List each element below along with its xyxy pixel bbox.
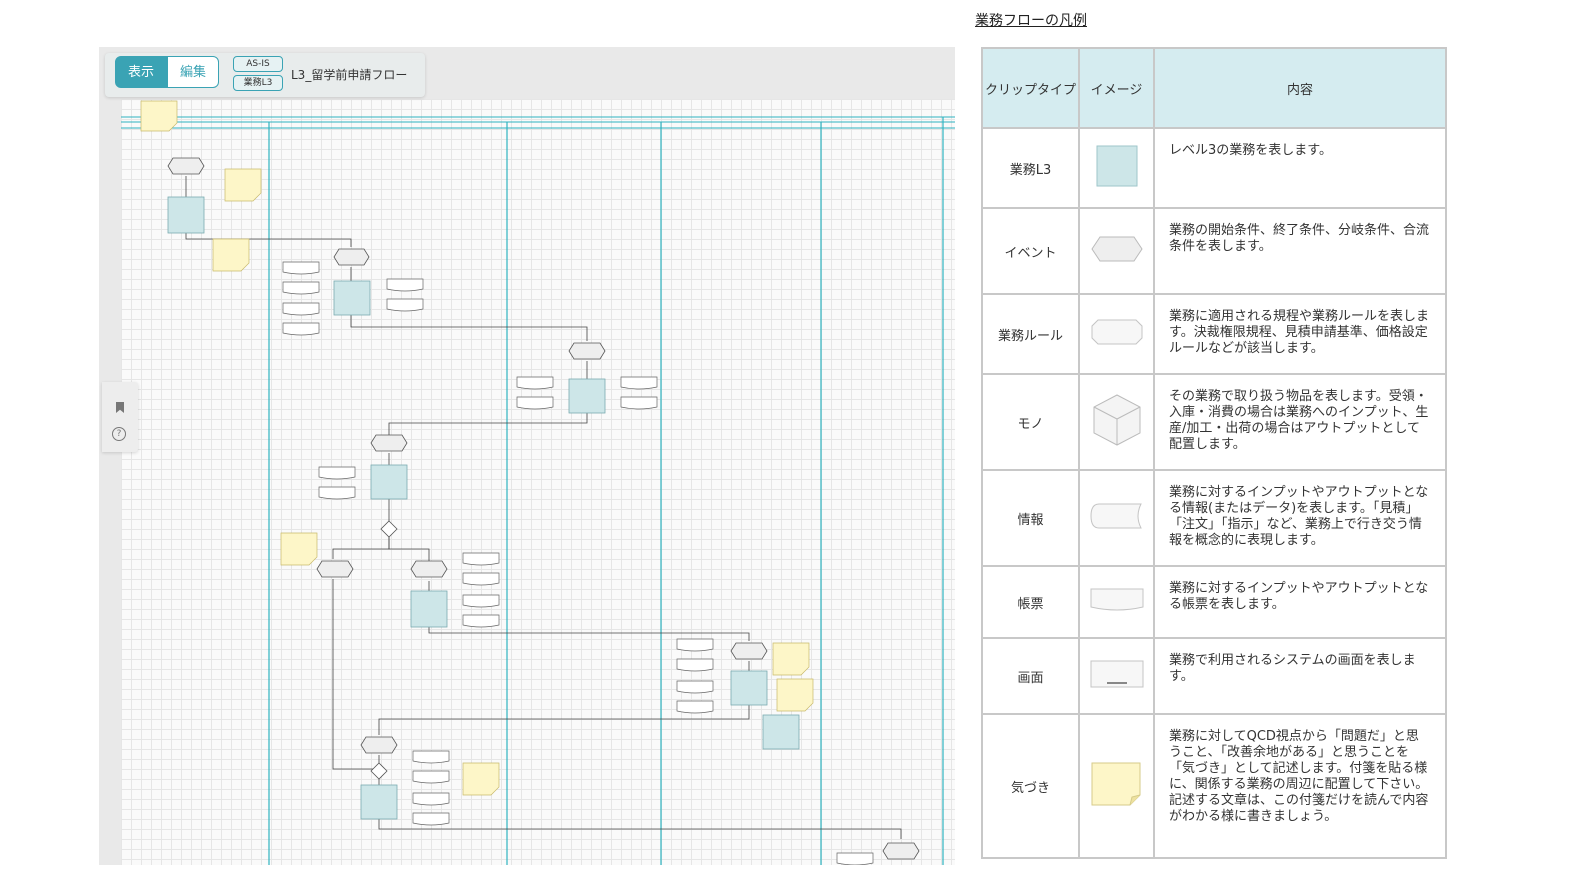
help-icon[interactable]: ?: [112, 427, 126, 441]
legend-header-row: クリップタイプ イメージ 内容: [981, 47, 1447, 129]
flow-canvas[interactable]: [121, 99, 955, 865]
legend-row: 情報 業務に対するインプットやアウトプットとなる情報(またはデータ)を表します。…: [981, 469, 1447, 567]
event-hexagon-icon: [1090, 234, 1144, 268]
document-shapes: [282, 261, 874, 865]
view-mode-button[interactable]: 表示: [115, 56, 167, 88]
legend-desc: 業務に適用される規程や業務ルールを表します。決裁権限規程、見積申請基準、価格設定…: [1153, 293, 1447, 375]
edit-mode-button[interactable]: 編集: [167, 56, 219, 88]
level-tag[interactable]: 業務L3: [233, 75, 283, 91]
header-image: イメージ: [1078, 47, 1155, 129]
bookmark-icon[interactable]: [116, 402, 124, 413]
legend-image: [1078, 713, 1155, 859]
cube-icon: [1091, 392, 1143, 452]
side-toolbar: ?: [102, 382, 138, 452]
flow-diagram: [121, 100, 955, 865]
legend-desc: 業務に対してQCD視点から「問題だ」と思うこと、「改善余地がある」と思うことを「…: [1153, 713, 1447, 859]
sticky-note-icon: [1090, 761, 1144, 811]
legend-row: モノ その業務で取り扱う物品を表します。受領・入庫・消費の場合は業務へのインプッ…: [981, 373, 1447, 471]
flow-editor: 表示 編集 AS-IS 業務L3 L3_留学前申請フロー ?: [99, 47, 955, 865]
legend-row: 業務L3 レベル3の業務を表します。: [981, 127, 1447, 209]
screen-icon: [1089, 659, 1145, 693]
legend-image: [1078, 127, 1155, 209]
legend-desc: 業務に対するインプットやアウトプットとなる帳票を表します。: [1153, 565, 1447, 639]
legend-desc: 業務の開始条件、終了条件、分岐条件、合流条件を表します。: [1153, 207, 1447, 295]
legend-row: 帳票 業務に対するインプットやアウトプットとなる帳票を表します。: [981, 565, 1447, 639]
gateway-markers: [370, 520, 398, 780]
rule-icon: [1090, 317, 1144, 351]
task-boxes: [167, 196, 800, 820]
sticky-notes: [140, 100, 814, 796]
header-clip-type: クリップタイプ: [981, 47, 1080, 129]
legend-type: 情報: [981, 469, 1080, 567]
legend-row: 気づき 業務に対してQCD視点から「問題だ」と思うこと、「改善余地がある」と思う…: [981, 713, 1447, 859]
legend-desc: レベル3の業務を表します。: [1153, 127, 1447, 209]
event-hexagons: [167, 157, 920, 860]
legend-image: [1078, 469, 1155, 567]
flow-title: L3_留学前申請フロー: [291, 68, 408, 82]
legend-type: 帳票: [981, 565, 1080, 639]
info-icon: [1089, 501, 1145, 535]
legend-image: [1078, 293, 1155, 375]
as-is-tag[interactable]: AS-IS: [233, 56, 283, 72]
swimlane-dividers: [268, 117, 944, 865]
legend-desc: その業務で取り扱う物品を表します。受領・入庫・消費の場合は業務へのインプット、生…: [1153, 373, 1447, 471]
legend-type: モノ: [981, 373, 1080, 471]
legend-type: イベント: [981, 207, 1080, 295]
swimlane-header: [121, 116, 955, 129]
legend-table: クリップタイプ イメージ 内容 業務L3 レベル3の業務を表します。 イベント …: [981, 47, 1447, 859]
legend-image: [1078, 565, 1155, 639]
legend-title: 業務フローの凡例: [975, 13, 1087, 29]
header-content: 内容: [1153, 47, 1447, 129]
legend-row: 業務ルール 業務に適用される規程や業務ルールを表します。決裁権限規程、見積申請基…: [981, 293, 1447, 375]
task-icon: [1095, 144, 1139, 192]
form-icon: [1089, 586, 1145, 618]
legend-type: 画面: [981, 637, 1080, 715]
legend-type: 業務ルール: [981, 293, 1080, 375]
view-toolbar: 表示 編集 AS-IS 業務L3 L3_留学前申請フロー: [105, 53, 425, 97]
legend-desc: 業務で利用されるシステムの画面を表します。: [1153, 637, 1447, 715]
legend-row: 画面 業務で利用されるシステムの画面を表します。: [981, 637, 1447, 715]
legend-image: [1078, 207, 1155, 295]
legend-image: [1078, 373, 1155, 471]
legend-type: 気づき: [981, 713, 1080, 859]
legend-desc: 業務に対するインプットやアウトプットとなる情報(またはデータ)を表します。「見積…: [1153, 469, 1447, 567]
legend-type: 業務L3: [981, 127, 1080, 209]
legend-image: [1078, 637, 1155, 715]
connector-lines: [185, 176, 902, 839]
legend-row: イベント 業務の開始条件、終了条件、分岐条件、合流条件を表します。: [981, 207, 1447, 295]
